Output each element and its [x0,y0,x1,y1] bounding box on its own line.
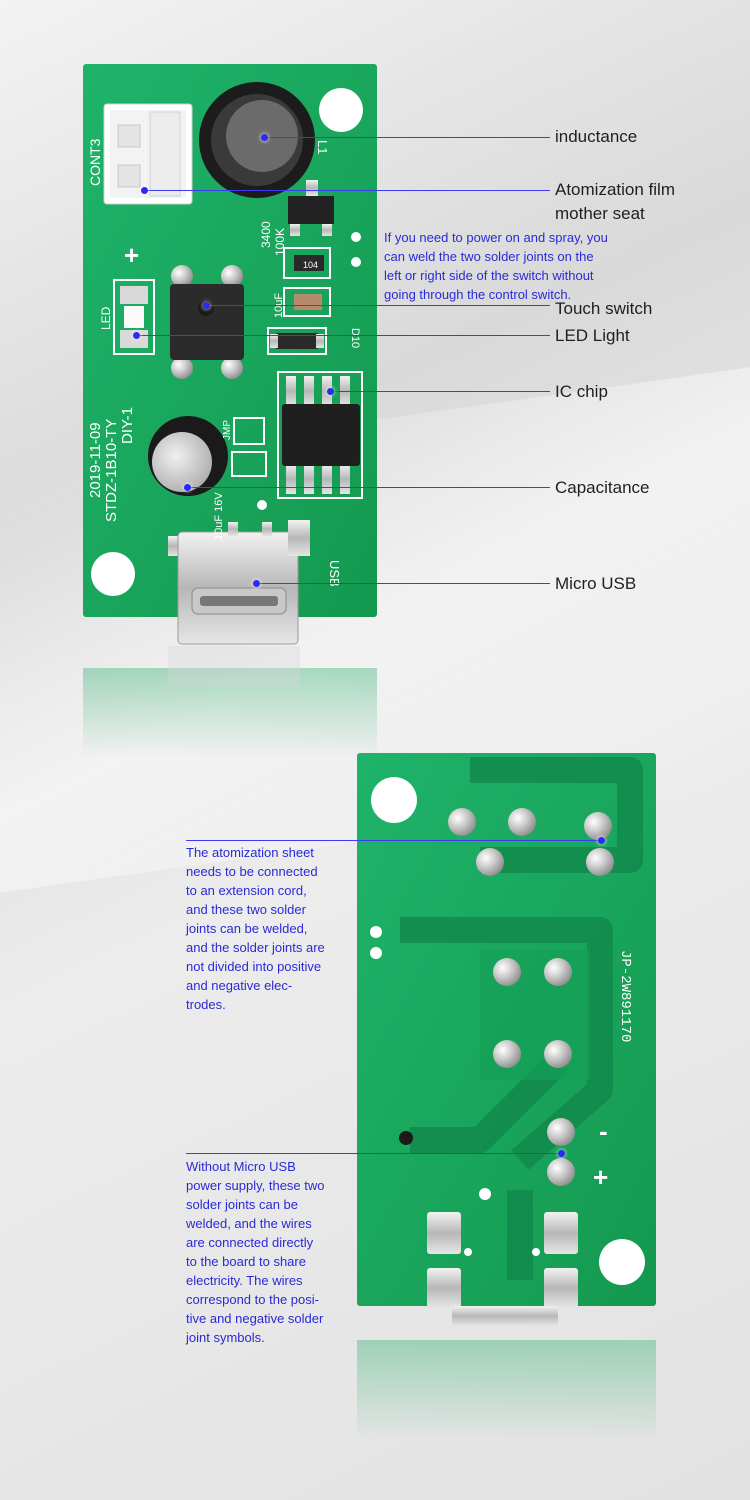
note-sheet-line: The atomization sheet [186,845,314,860]
note-power-line: going through the control switch. [384,287,572,302]
callout-dot-capacitance [184,484,191,491]
silk-3400: 3400 [259,221,273,248]
note-wires-line: to the board to share [186,1254,306,1269]
note-wires-line: electricity. The wires [186,1273,303,1288]
silk-d10: D10 [349,328,361,348]
silk-diy: DIY-1 [119,407,136,444]
note-power-line: left or right side of the switch without [384,268,594,283]
transistor [288,180,334,236]
callout-dot-micro-usb [253,580,260,587]
note-wires-line: correspond to the posi- [186,1292,319,1307]
label-capacitance: Capacitance [555,478,650,497]
mount-hole [319,88,363,132]
atomization-connector [103,103,193,205]
note-wires-line: joint symbols. [186,1330,265,1345]
note-sheet-line: joints can be welded, [186,921,308,936]
front-board: CONT3 + LED 2019-11-09 STDZ-1B10-TY DIY-… [83,64,377,645]
note-wires-line: solder joints can be [186,1197,299,1212]
label-atomization-film: Atomization film mother seat [555,178,675,226]
label-led-light: LED Light [555,326,630,345]
solder-joints [448,808,614,1186]
note-wires-line: welded, and the wires [186,1216,312,1231]
silk-cont3: CONT3 [87,138,103,186]
back-reflection [357,1340,656,1440]
callout-dot-atomization [141,187,148,194]
callout-dot-touch-switch [203,302,210,309]
note-sheet-line: and the solder joints are [186,940,325,955]
callout-dot-ic-chip [327,388,334,395]
note-atomization-sheet: The atomization sheet needs to be connec… [186,843,325,1014]
note-wires-line: power supply, these two [186,1178,325,1193]
callout-line-ic-chip [330,391,550,392]
label-inductance: inductance [555,127,638,146]
callout-line-atomization [144,190,550,191]
silk-plus: + [124,240,139,270]
note-wires-line: tive and negative solder [186,1311,324,1326]
silk-l1: L1 [315,140,330,154]
note-sheet-line: needs to be connected [186,864,318,879]
note-sheet-line: not divided into positive [186,959,322,974]
label-micro-usb: Micro USB [555,574,637,593]
callout-dot-inductance [261,134,268,141]
callout-line-micro-usb [256,583,550,584]
callout-line-inductance [264,137,550,138]
label-atomization-film-line1: Atomization film [555,180,675,199]
back-board: JP-2W891170 - + [357,753,656,1326]
silk-minus: - [599,1116,608,1146]
label-touch-switch: Touch switch [555,299,653,318]
silk-usb: USB [327,560,342,587]
mount-hole [91,552,135,596]
silk-cap-value: 10uF 16V [213,492,225,540]
capacitor-smd [283,287,331,317]
label-ic-chip: IC chip [555,382,608,401]
silk-back-plus: + [593,1162,608,1192]
callout-line-led [136,335,550,336]
usb-pads [427,1212,578,1326]
front-reflection [83,668,377,758]
callout-dot-atomization-sheet [598,837,605,844]
micro-usb-port [168,520,310,645]
note-power-bypass: If you need to power on and spray, you c… [384,228,608,304]
note-power-line: can weld the two solder joints on the [384,249,594,264]
callout-line-touch-switch [206,305,550,306]
note-sheet-line: and these two solder [186,902,306,917]
silk-part-no: JP-2W891170 [617,950,633,1042]
note-wires-line: are connected directly [186,1235,314,1250]
note-sheet-line: trodes. [186,997,226,1012]
note-sheet-line: to an extension cord, [186,883,307,898]
silk-model: STDZ-1B10-TY [103,419,120,522]
callout-line-power-wires [186,1153,562,1154]
resistor-d10 [267,327,327,355]
note-usb-wires: Without Micro USB power supply, these tw… [186,1157,325,1347]
resistor-104 [283,247,331,279]
note-sheet-line: and negative elec- [186,978,293,993]
jumper-pad [231,417,267,477]
inductor [199,82,315,198]
callout-line-atomization-sheet [186,840,602,841]
mount-hole [371,777,417,823]
electrolytic-capacitor [148,416,228,496]
callout-dot-led [133,332,140,339]
silk-date: 2019-11-09 [87,422,104,498]
led-light [113,279,155,355]
callout-dot-power-wires [558,1150,565,1157]
silk-100k: 100K [273,228,287,256]
callout-line-capacitance [187,487,550,488]
silk-jmp: JMP [222,420,233,440]
mount-hole [599,1239,645,1285]
note-power-line: If you need to power on and spray, you [384,230,608,245]
note-wires-line: Without Micro USB [186,1159,296,1174]
silk-104: 104 [303,260,318,270]
silk-led: LED [99,306,113,330]
label-atomization-film-line2: mother seat [555,204,645,223]
